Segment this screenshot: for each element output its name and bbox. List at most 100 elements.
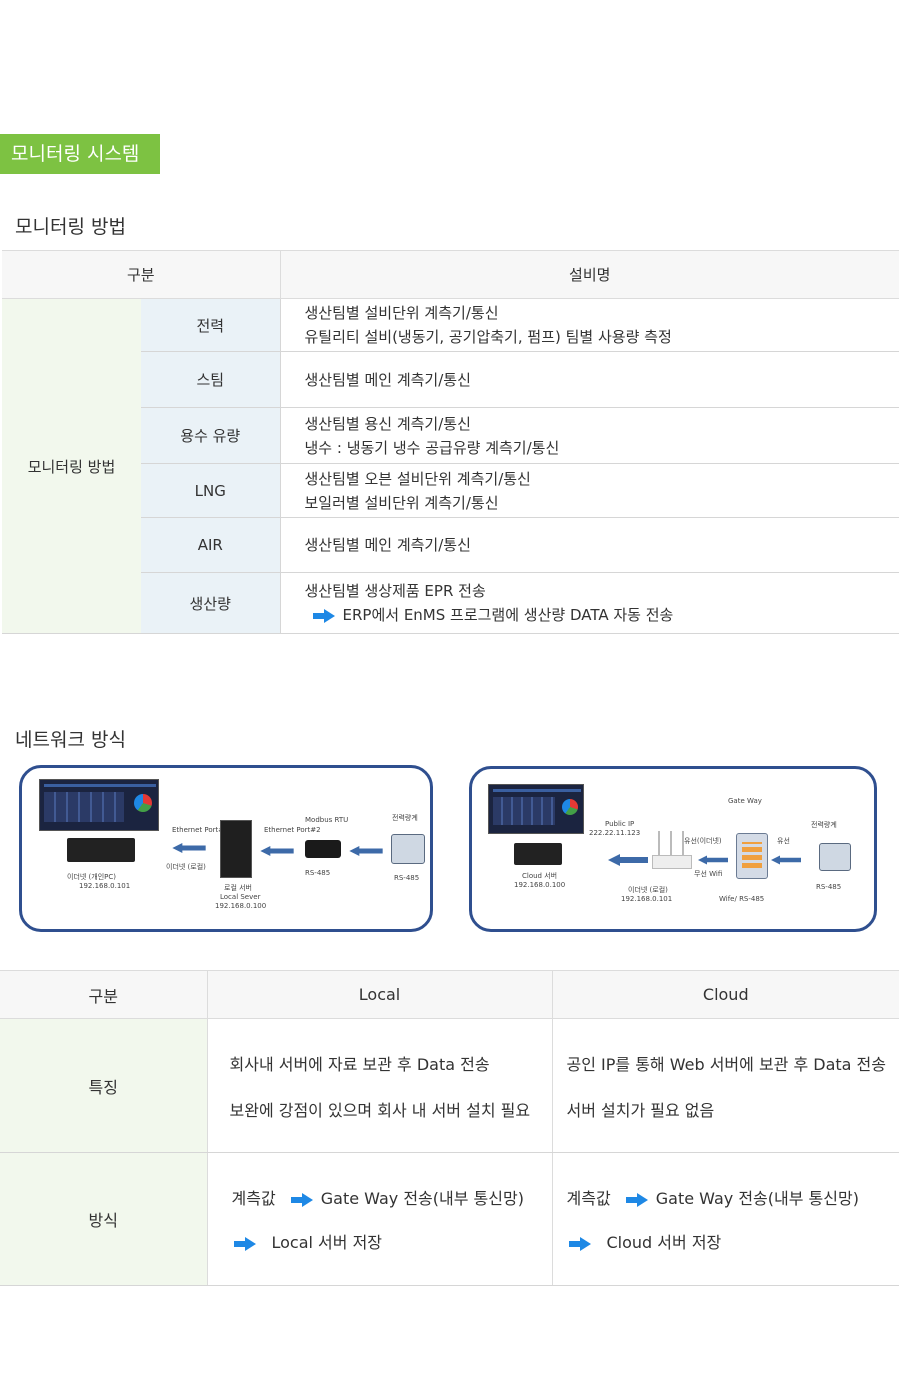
eth2-label: Ethernet Port#2 [264, 826, 321, 834]
meter-label: 전력량계 [392, 814, 418, 822]
server-sub: Local Sever [220, 893, 261, 901]
row-label-method: 방식 [0, 1152, 207, 1286]
method-b: Cloud 서버 저장 [606, 1233, 722, 1252]
method-pre: 계측값 [566, 1189, 611, 1208]
monitor-screen-icon [39, 779, 159, 831]
left-arrow-icon [698, 855, 728, 865]
power-meter-icon [391, 834, 425, 864]
row-name-water: 용수 유량 [141, 407, 281, 464]
modbus-label: Modbus RTU [305, 816, 349, 824]
feature-line: 서버 설치가 필요 없음 [566, 1100, 715, 1120]
desc-line: 유틸리티 설비(냉동기, 공기압축기, 펌프) 팀별 사용량 측정 [304, 328, 672, 346]
method-a: Gate Way 전송(내부 통신망) [320, 1189, 524, 1208]
left-arrow-icon [598, 854, 658, 866]
eth-local-label: 이더넷 (로컬) [628, 886, 668, 894]
cloud-network-diagram: Cloud 서버 192.168.0.100 Public IP 222.22.… [469, 766, 877, 932]
method-line: 계측값 Gate Way 전송(내부 통신망) [567, 1185, 899, 1209]
public-ip: 222.22.11.123 [589, 829, 641, 837]
server-ip: 192.168.0.100 [215, 902, 267, 910]
eth-local-label: 이더넷 (로컬) [166, 863, 206, 871]
desc-line-arrow: ERP에서 EnMS 프로그램에 생산량 DATA 자동 전송 [305, 603, 899, 627]
row-desc-production: 생산팀별 생상제품 EPR 전송 ERP에서 EnMS 프로그램에 생산량 DA… [280, 572, 899, 634]
feature-line: 보완에 강점이 있으며 회사 내 서버 설치 필요 [229, 1100, 531, 1120]
left-arrow-icon [260, 846, 294, 856]
table-header-equipment: 설비명 [280, 250, 899, 299]
rs485-label: RS-485 [816, 883, 842, 891]
group-label: 모니터링 방법 [2, 298, 141, 634]
row-label-features: 특징 [0, 1018, 207, 1153]
method-pre: 계측값 [231, 1189, 276, 1208]
method-line: 계측값 Gate Way 전송(내부 통신망) [232, 1185, 552, 1209]
header-category: 구분 [0, 970, 207, 1019]
right-arrow-icon [313, 609, 335, 623]
cloud-features: 공인 IP를 통해 Web 서버에 보관 후 Data 전송 서버 설치가 필요… [551, 1018, 899, 1153]
left-arrow-icon [349, 846, 383, 856]
right-arrow-icon [626, 1193, 648, 1207]
right-arrow-icon [234, 1237, 256, 1251]
right-arrow-icon [291, 1193, 313, 1207]
row-name-steam: 스팀 [141, 351, 281, 408]
wifi-label: 무선 Wifi [694, 870, 723, 878]
pc-ip: 192.168.0.101 [79, 882, 131, 890]
feature-line: 공인 IP를 통해 Web 서버에 보관 후 Data 전송 [566, 1054, 887, 1074]
router-icon [652, 831, 692, 871]
method-line: Local 서버 저장 [232, 1229, 552, 1253]
network-comparison-table: 구분 Local Cloud 특징 회사내 서버에 자료 보관 후 Data 전… [0, 970, 899, 1286]
server-label: 로컬 서버 [224, 884, 252, 892]
cloud-server-ip: 192.168.0.100 [514, 881, 566, 889]
server-tower-icon [220, 820, 252, 878]
row-name-production: 생산량 [141, 572, 281, 634]
meter-label: 전력량계 [811, 821, 837, 829]
rs485-label: RS-485 [305, 869, 331, 877]
row-desc-air: 생산팀별 메인 계측기/통신 [280, 517, 899, 573]
method-a: Gate Way 전송(내부 통신망) [655, 1189, 859, 1208]
eth-local-ip: 192.168.0.101 [621, 895, 673, 903]
gateway-label: Gate Way [728, 797, 762, 805]
gateway-device-icon [736, 833, 768, 879]
converter-icon [305, 840, 341, 858]
left-arrow-icon [172, 843, 206, 853]
local-network-diagram: 이더넷 (개인PC) 192.168.0.101 Ethernet Port#1… [19, 765, 433, 932]
pc-label: 이더넷 (개인PC) [67, 873, 116, 881]
section-badge: 모니터링 시스템 [0, 134, 160, 174]
section-title-method: 모니터링 방법 [15, 216, 126, 238]
desc-line: 생산팀별 용신 계측기/통신 [304, 414, 471, 433]
pc-icon [67, 838, 135, 862]
method-line: Cloud 서버 저장 [567, 1229, 899, 1253]
table-header-category: 구분 [2, 250, 281, 299]
desc-line: 보일러별 설비단위 계측기/통신 [304, 493, 499, 512]
power-meter-icon [819, 843, 851, 871]
header-cloud: Cloud [551, 970, 899, 1019]
cloud-method: 계측값 Gate Way 전송(내부 통신망) Cloud 서버 저장 [551, 1152, 899, 1286]
cloud-server-label: Cloud 서버 [522, 872, 558, 880]
desc-line: 생산팀별 오븐 설비단위 계측기/통신 [304, 469, 531, 488]
monitor-screen-icon [488, 784, 584, 834]
row-desc-steam: 생산팀별 메인 계측기/통신 [280, 351, 899, 408]
row-name-power: 전력 [141, 298, 281, 352]
desc-line: 생산팀별 메인 계측기/통신 [304, 536, 471, 554]
feature-line: 회사내 서버에 자료 보관 후 Data 전송 [229, 1054, 490, 1074]
public-ip-label: Public IP [605, 820, 635, 828]
header-local: Local [206, 970, 552, 1019]
desc-line: 생산팀별 메인 계측기/통신 [304, 370, 471, 389]
arrow-text: ERP에서 EnMS 프로그램에 생산량 DATA 자동 전송 [342, 606, 674, 624]
row-desc-power: 생산팀별 설비단위 계측기/통신 유틸리티 설비(냉동기, 공기압축기, 펌프)… [280, 298, 899, 352]
left-arrow-icon [771, 855, 801, 865]
row-desc-water: 생산팀별 용신 계측기/통신 냉수 : 냉동기 냉수 공급유량 계측기/통신 [280, 407, 899, 464]
row-desc-lng: 생산팀별 오븐 설비단위 계측기/통신 보일러별 설비단위 계측기/통신 [280, 463, 899, 518]
wifi-rs485-label: Wife/ RS-485 [719, 895, 765, 903]
cloud-server-icon [514, 843, 562, 865]
method-b: Local 서버 저장 [271, 1233, 383, 1252]
wired-label: 유선 [777, 837, 790, 845]
row-name-lng: LNG [141, 463, 281, 518]
desc-line: 생산팀별 설비단위 계측기/통신 [304, 304, 499, 322]
eth1-label: Ethernet Port#1 [172, 826, 229, 834]
monitoring-method-table: 구분 설비명 모니터링 방법 전력 생산팀별 설비단위 계측기/통신 유틸리티 … [2, 250, 899, 634]
desc-line: 생산팀별 생상제품 EPR 전송 [304, 582, 486, 600]
local-method: 계측값 Gate Way 전송(내부 통신망) Local 서버 저장 [206, 1152, 552, 1286]
local-features: 회사내 서버에 자료 보관 후 Data 전송 보완에 강점이 있으며 회사 내… [206, 1018, 552, 1153]
wired-eth-label: 유선(이더넷) [684, 837, 722, 845]
row-name-air: AIR [141, 517, 281, 573]
desc-line: 냉수 : 냉동기 냉수 공급유량 계측기/통신 [304, 438, 560, 457]
rs485-label: RS-485 [394, 874, 420, 882]
